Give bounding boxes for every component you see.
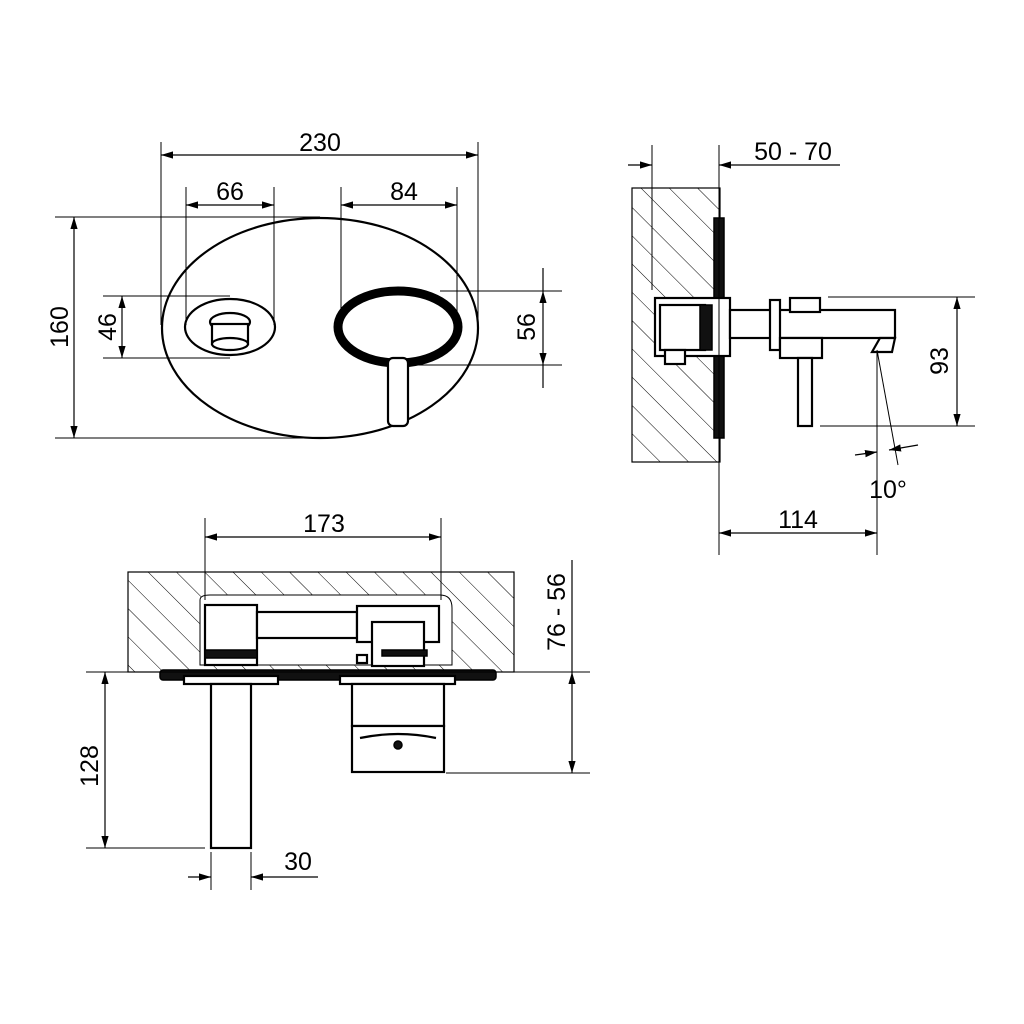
top-view: 173 76 - 56 128 30 <box>76 510 590 890</box>
top-handle-base <box>350 682 446 728</box>
dim-spout-angle: 10° <box>869 476 907 504</box>
dim-spout-diameter: 30 <box>284 848 312 876</box>
handle-lever <box>386 356 410 428</box>
dim-drain-height: 46 <box>94 313 122 341</box>
dim-spout-projection: 114 <box>778 506 818 534</box>
dim-drain-spacing: 66 <box>216 178 244 206</box>
dim-body-depth: 76 - 56 <box>543 573 571 651</box>
front-view: 230 66 84 160 46 56 <box>46 129 562 440</box>
top-spout <box>209 682 253 850</box>
side-view: 50 - 70 93 10° 114 <box>628 138 975 555</box>
dim-wall-thickness: 50 - 70 <box>754 138 832 166</box>
dim-top-width: 173 <box>303 510 345 538</box>
side-handle-lever <box>796 356 814 428</box>
side-spout <box>728 308 897 340</box>
dim-front-width: 230 <box>299 129 341 157</box>
dim-spout-length: 128 <box>76 745 104 787</box>
dim-spout-height: 93 <box>926 347 954 375</box>
dim-handle-spacing: 84 <box>390 178 418 206</box>
dim-plate-height: 160 <box>46 306 74 348</box>
top-inner-cartridge <box>370 620 426 668</box>
dim-handle-height: 56 <box>513 313 541 341</box>
